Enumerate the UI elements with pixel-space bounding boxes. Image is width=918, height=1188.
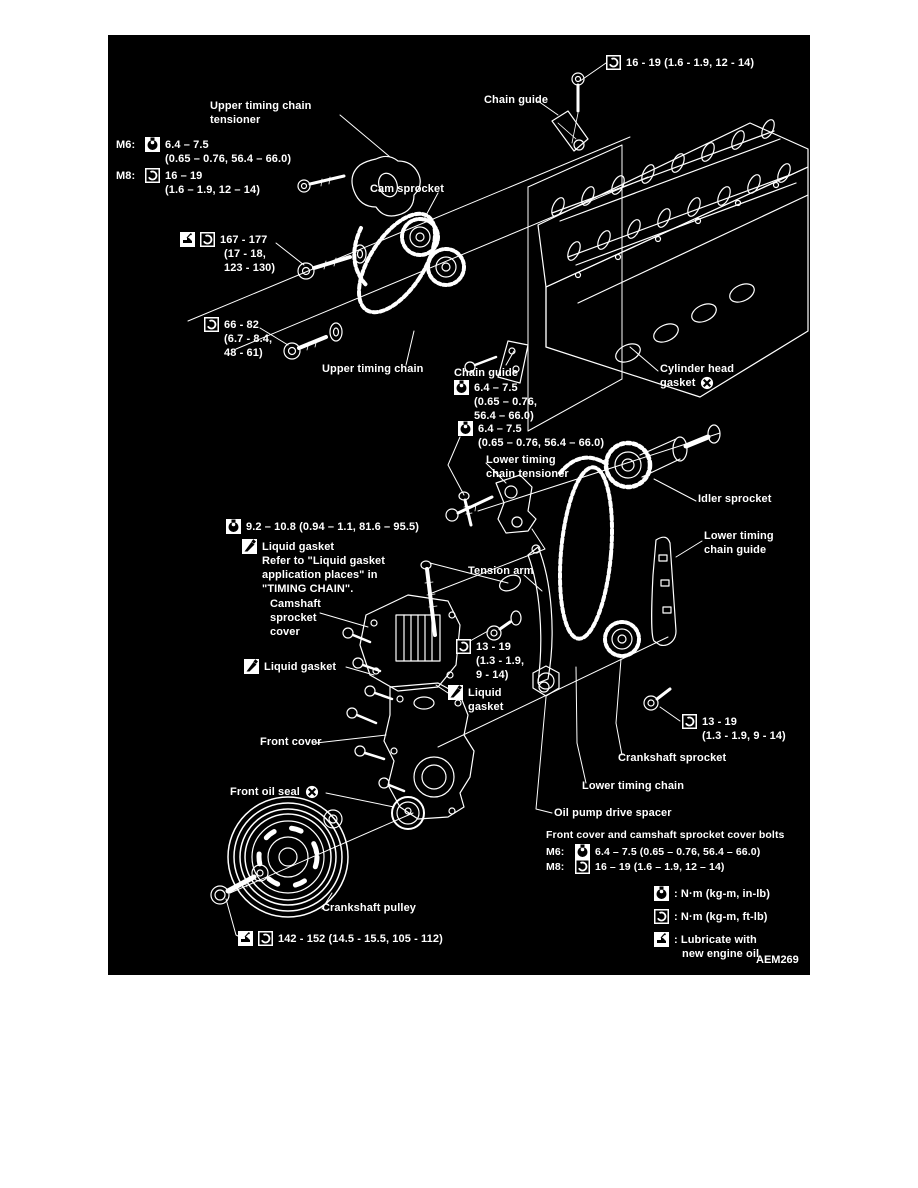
label-liquid-gasket-mid: Liquid gasket [448, 685, 503, 714]
lower-chain-art [554, 458, 619, 641]
torque-wrench-ftlb-icon [258, 931, 273, 946]
engine-oil-lubricate-icon [238, 931, 253, 946]
cam-bolt-art [298, 245, 366, 279]
m8-label: M8: [116, 169, 136, 182]
label-upper-tensioner: Upper timing chain tensioner [210, 100, 312, 126]
cylinder-head-art [538, 118, 808, 397]
torque-wrench-ftlb-icon [682, 714, 697, 729]
torque-wrench-inlb-icon [458, 421, 473, 436]
label-chain-guide-mid: Chain guide 6.4 – 7.5 (0.65 – 0.76, 56.4… [454, 367, 538, 422]
label-cam-bolt-torque: 167 - 177 (17 - 18, 123 - 130) [180, 232, 275, 275]
cam-cover-art [360, 561, 523, 691]
torque-value: 16 - 19 (1.6 - 1.9, 12 - 14) [626, 56, 755, 69]
label-lower-chain-guide: Lower timing chain guide [704, 530, 774, 556]
lower-tensioner-art [446, 475, 536, 533]
liquid-gasket-icon [448, 685, 463, 700]
torque-wrench-ftlb-icon [575, 859, 590, 874]
label-top-bolt-torque: 16 - 19 (1.6 - 1.9, 12 - 14) [606, 55, 754, 70]
label-liquid-gasket-note: Liquid gasket Refer to "Liquid gasket ap… [242, 539, 385, 596]
replace-part-icon [701, 376, 714, 390]
m6-label: M6: [116, 138, 136, 151]
lower-chain-guide-art [652, 537, 676, 645]
replace-part-icon [305, 785, 318, 799]
label-upper-chain: Upper timing chain [322, 363, 424, 375]
label-tension-arm: Tension arm [468, 565, 534, 577]
torque-wrench-ftlb-icon [606, 55, 621, 70]
label-chain-guide-top: Chain guide [484, 94, 549, 106]
top-chain-guide-art [552, 73, 588, 151]
front-cover-bolt-notes: Front cover and camshaft sprocket cover … [546, 829, 785, 874]
label-oil-pump-spacer: Oil pump drive spacer [554, 807, 672, 819]
label-crank-sprocket: Crankshaft sprocket [618, 752, 727, 764]
engine-line-art [108, 35, 810, 975]
label-liquid-gasket-left: Liquid gasket [244, 659, 336, 674]
torque-wrench-inlb-icon [654, 886, 669, 901]
label-head-bolt-torque: 66 - 82 (6.7 - 8.4, 48 - 61) [204, 317, 272, 360]
symbol-legend: : N·m (kg-m, in-lb) : N·m (kg-m, ft-lb) … [654, 886, 770, 961]
label-arm-bolt-torque: 13 - 19 (1.3 - 1.9, 9 - 14) [456, 639, 524, 682]
label-crank-pulley: Crankshaft pulley [322, 902, 417, 914]
front-cover-art [384, 683, 474, 819]
m6-label: M6: [546, 845, 565, 858]
notes-title: Front cover and camshaft sprocket cover … [546, 829, 785, 841]
torque-wrench-ftlb-icon [204, 317, 219, 332]
label-pulley-bolt-torque: 142 - 152 (14.5 - 15.5, 105 - 112) [238, 931, 443, 946]
label-lower-chain: Lower timing chain [582, 780, 685, 792]
guide-bolt-art [644, 689, 670, 710]
label-cover-bolt-torque: 9.2 – 10.8 (0.94 – 1.1, 81.6 – 95.5) [226, 519, 419, 534]
torque-wrench-ftlb-icon [654, 909, 669, 924]
crank-sprocket-art [605, 622, 639, 656]
torque-wrench-inlb-icon [454, 380, 469, 395]
label-idler-sprocket: Idler sprocket [698, 493, 772, 505]
mid-chain-guide-art [465, 341, 528, 383]
label-mid-torque: 6.4 – 7.5 (0.65 – 0.76, 56.4 – 66.0) [458, 421, 604, 450]
head-bolt-art [284, 323, 342, 359]
cover-bolts-art [343, 628, 404, 791]
label-m6-m8-top: M6: 6.4 – 7.5 (0.65 – 0.76, 56.4 – 66.0)… [116, 137, 292, 196]
label-front-cover: Front cover [260, 736, 322, 748]
leader-lines [226, 63, 702, 937]
torque-wrench-inlb-icon [575, 844, 590, 859]
label-front-oil-seal: Front oil seal [230, 785, 319, 799]
m8-label: M8: [546, 860, 565, 873]
label-guide-bolt-torque: 13 - 19 (1.3 - 1.9, 9 - 14) [682, 714, 786, 743]
engine-oil-lubricate-icon [180, 232, 195, 247]
label-cam-cover: Camshaft sprocket cover [270, 598, 321, 638]
label-head-gasket: Cylinder head gasket [660, 363, 735, 390]
upper-tensioner-art [298, 156, 420, 216]
torque-wrench-inlb-icon [226, 519, 241, 534]
torque-wrench-ftlb-icon [200, 232, 215, 247]
label-cam-sprocket: Cam sprocket [370, 183, 444, 195]
head-gasket-plane-art [528, 145, 622, 431]
liquid-gasket-icon [244, 659, 259, 674]
oil-pump-spacer-art [533, 666, 559, 696]
diagram-panel: 16 - 19 (1.6 - 1.9, 12 - 14) Chain guide… [108, 35, 810, 975]
figure-code: AEM269 [756, 954, 799, 966]
torque-wrench-ftlb-icon [145, 168, 160, 183]
liquid-gasket-icon [242, 539, 257, 554]
crank-pulley-art [211, 797, 348, 917]
torque-wrench-inlb-icon [145, 137, 160, 152]
idler-sprocket-art [606, 425, 720, 487]
torque-wrench-ftlb-icon [456, 639, 471, 654]
engine-oil-lubricate-icon [654, 932, 669, 947]
label-lower-tensioner: Lower timing chain tensioner [486, 454, 569, 480]
